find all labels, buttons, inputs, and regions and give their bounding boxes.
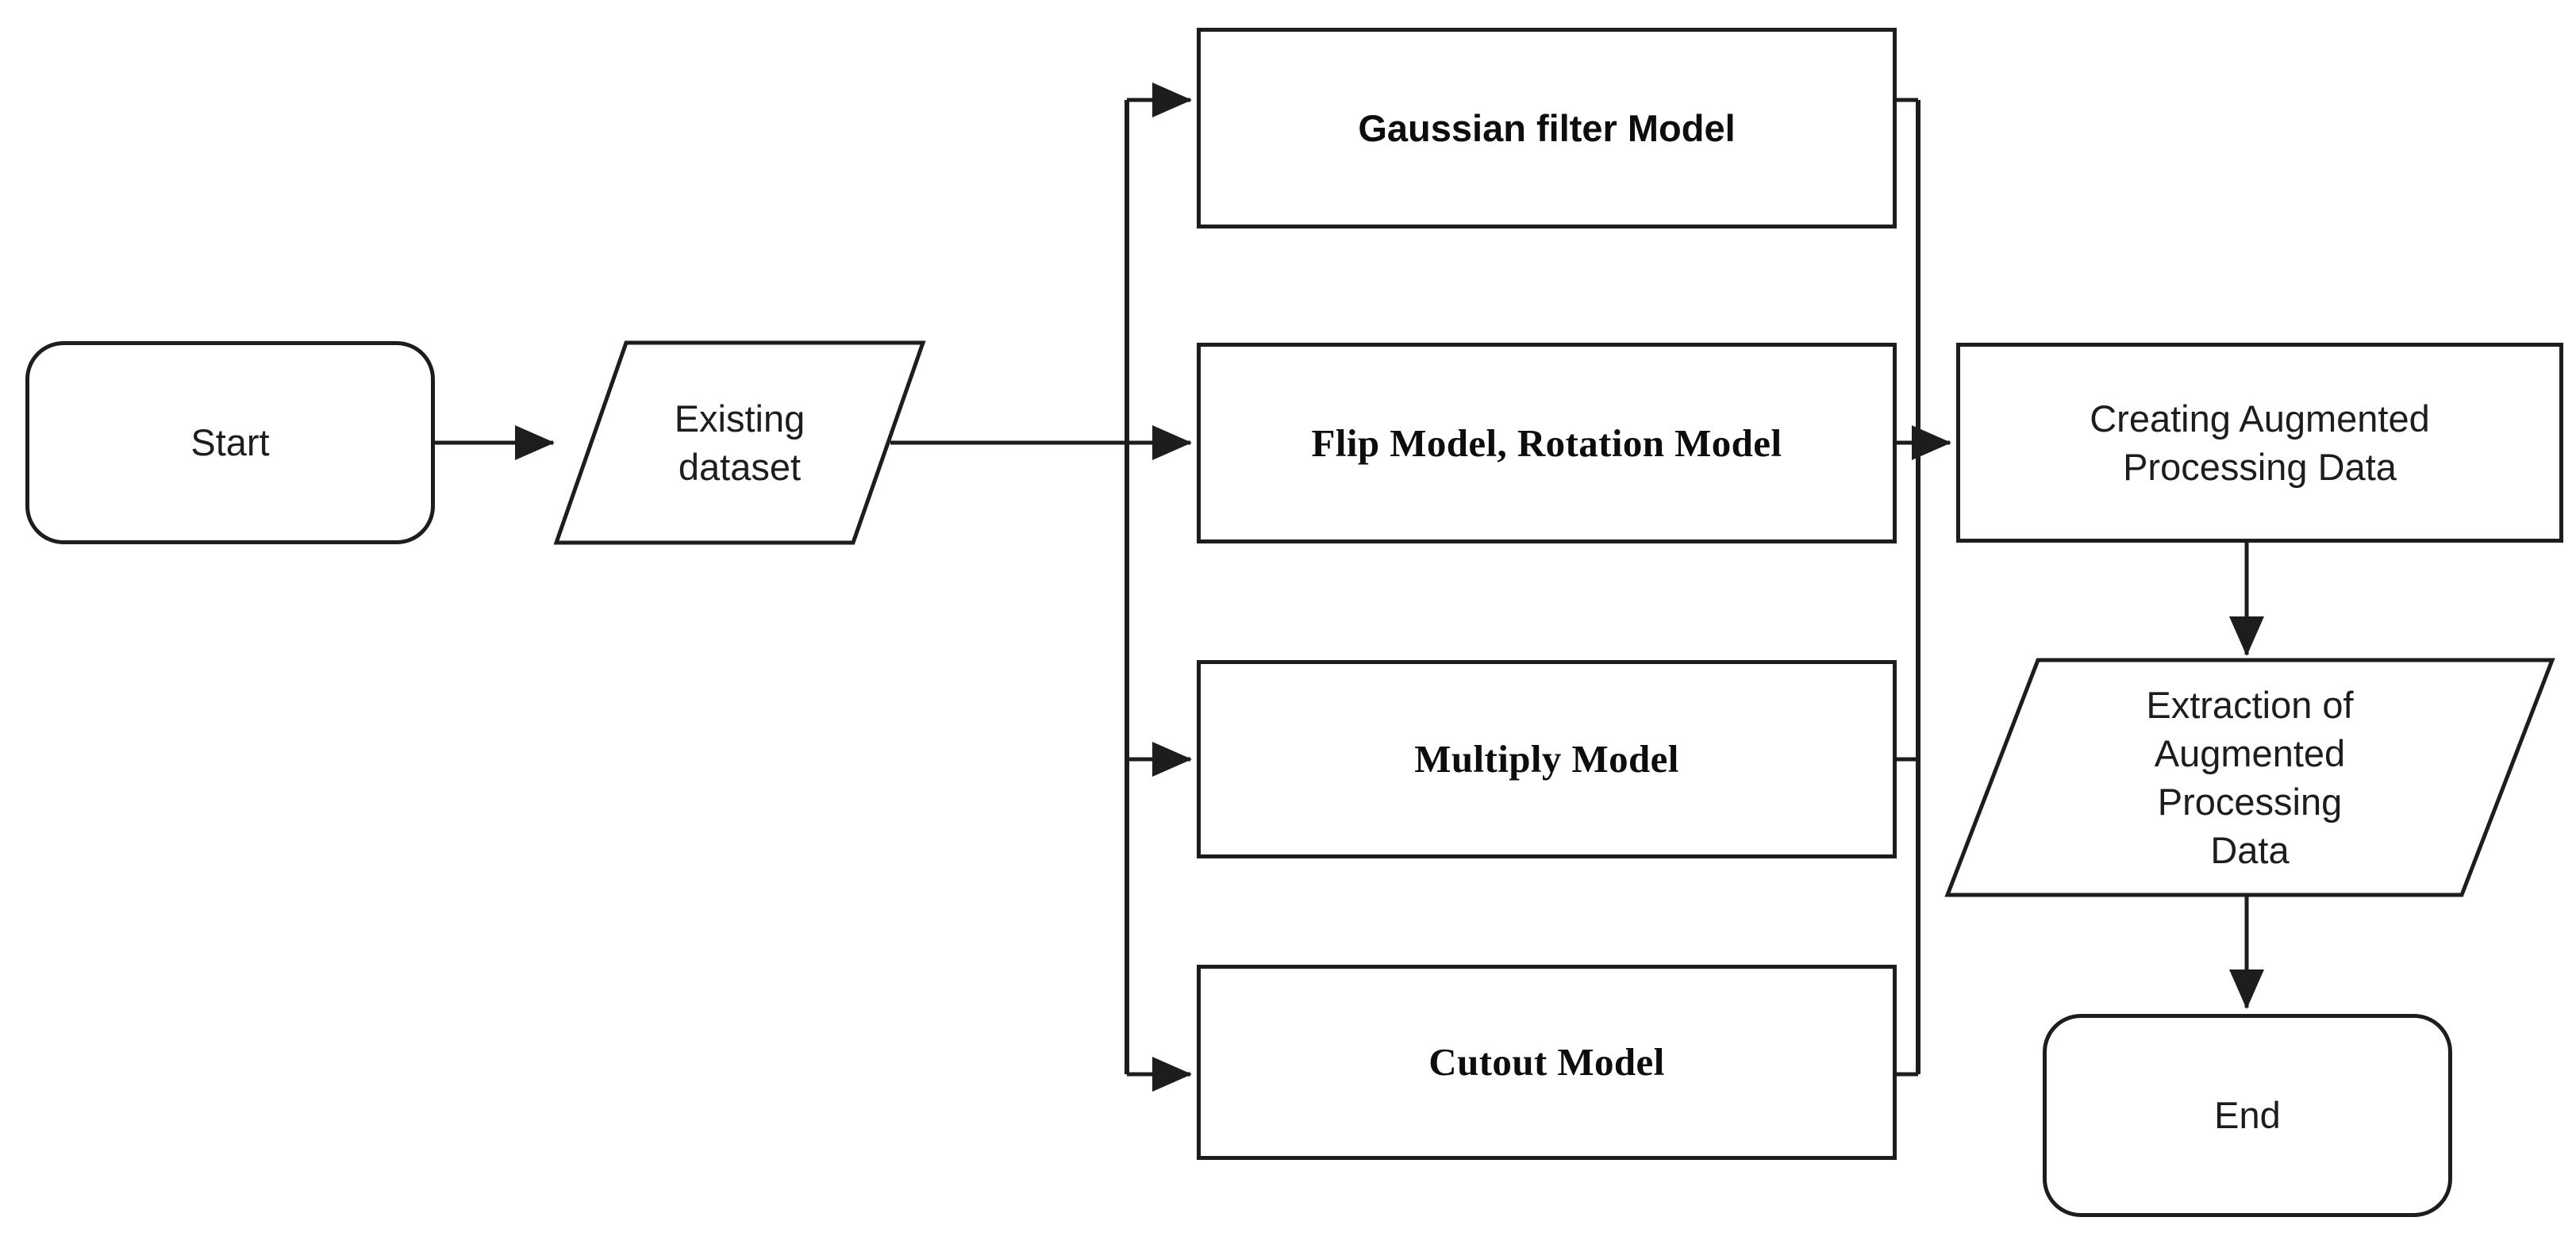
node-extraction-of-augmented-processing-data-label: Extraction of Augmented Processing Data	[2146, 683, 2354, 872]
parallelogram-shape	[553, 340, 926, 546]
node-multiply-model-label: Multiply Model	[1414, 737, 1679, 781]
parallelogram-shape	[1944, 657, 2555, 898]
node-flip-rotation-model-label: Flip Model, Rotation Model	[1311, 420, 1782, 465]
node-cutout-model[interactable]: Cutout Model	[1197, 965, 1897, 1160]
node-extraction-of-augmented-processing-data[interactable]: Extraction of Augmented Processing Data	[1944, 657, 2555, 898]
node-gaussian-filter-model[interactable]: Gaussian filter Model	[1197, 28, 1897, 228]
node-multiply-model[interactable]: Multiply Model	[1197, 660, 1897, 858]
node-start-label: Start	[190, 421, 270, 464]
node-creating-augmented-processing-data[interactable]: Creating Augmented Processing Data	[1956, 343, 2563, 543]
node-existing-dataset[interactable]: Existing dataset	[553, 340, 926, 546]
node-existing-dataset-label: Existing dataset	[674, 397, 805, 488]
node-end[interactable]: End	[2043, 1014, 2452, 1217]
node-end-label: End	[2214, 1094, 2281, 1137]
node-gaussian-filter-model-label: Gaussian filter Model	[1358, 106, 1736, 149]
node-start[interactable]: Start	[25, 341, 435, 544]
node-cutout-model-label: Cutout Model	[1428, 1040, 1665, 1085]
node-creating-augmented-processing-data-label: Creating Augmented Processing Data	[2090, 397, 2430, 488]
node-flip-rotation-model[interactable]: Flip Model, Rotation Model	[1197, 343, 1897, 543]
